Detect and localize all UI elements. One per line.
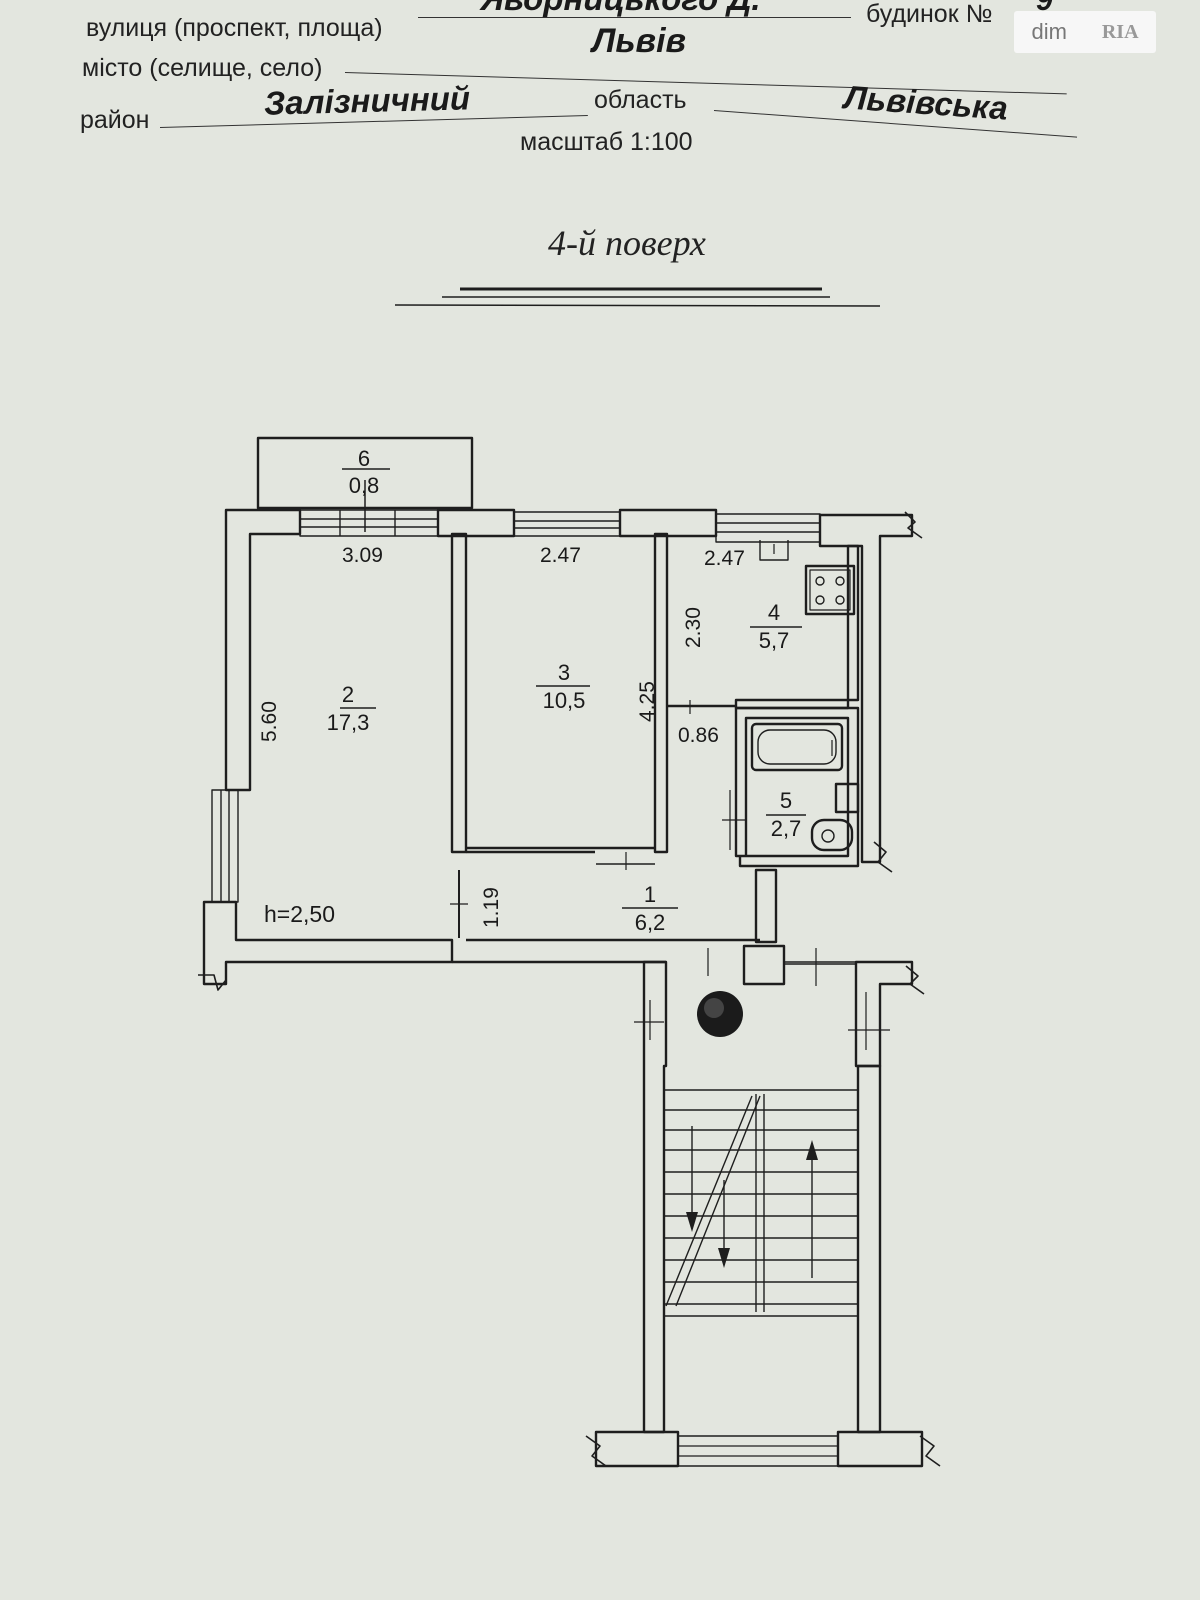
room-6-area: 0,8 [349, 473, 380, 498]
room-2-area: 17,3 [327, 710, 370, 735]
corridor-width-dim: 0.86 [678, 724, 719, 747]
room4-width-dim: 2.47 [704, 547, 745, 570]
room3-length-dim: 4.25 [636, 681, 659, 722]
watermark-dim-text: dim [1031, 19, 1067, 44]
city-value: Львів [592, 22, 687, 60]
room3-width-dim: 2.47 [540, 544, 581, 567]
hall-depth-dim: 1.19 [480, 887, 503, 928]
room-1-area: 6,2 [635, 910, 666, 935]
street-underline [418, 17, 851, 18]
street-value: Яворницького Д. [480, 0, 760, 18]
room-3-number: 3 [558, 660, 570, 685]
room-4-number: 4 [768, 600, 780, 625]
street-label: вулиця (проспект, площа) [86, 14, 383, 42]
room-5-number: 5 [780, 788, 792, 813]
room-3-area: 10,5 [543, 688, 586, 713]
room-5-area: 2,7 [771, 816, 802, 841]
floor-title: 4-й поверх [548, 223, 706, 263]
scale-label: масштаб 1:100 [520, 128, 693, 156]
room-4-area: 5,7 [759, 628, 790, 653]
region-label: область [594, 86, 687, 114]
room-1-number: 1 [644, 882, 656, 907]
room-2-number: 2 [342, 682, 354, 707]
room2-width-dim: 3.09 [342, 544, 383, 567]
room2-length-dim: 5.60 [258, 701, 281, 742]
room-6-number: 6 [358, 446, 370, 471]
city-label: місто (селище, село) [82, 54, 323, 82]
room4-length-dim: 2.30 [682, 607, 705, 648]
watermark-ria-text: RIA [1101, 20, 1139, 43]
district-label: район [80, 106, 150, 134]
dim-ria-watermark: dim RIA [1014, 11, 1156, 53]
building-label: будинок № [866, 0, 993, 28]
ceiling-height: h=2,50 [264, 901, 335, 927]
